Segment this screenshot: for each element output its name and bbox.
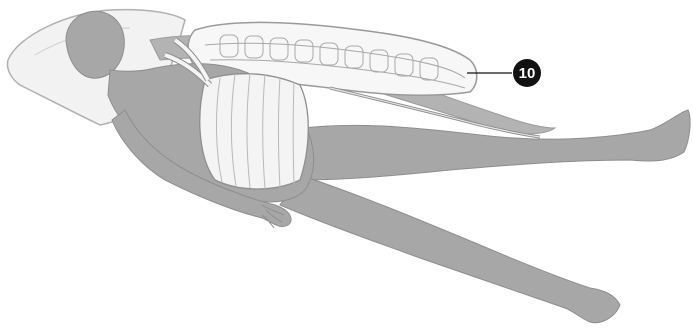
callout-10: 10 [467, 59, 541, 87]
callout-label: 10 [519, 65, 536, 82]
figure-legs [280, 110, 690, 323]
